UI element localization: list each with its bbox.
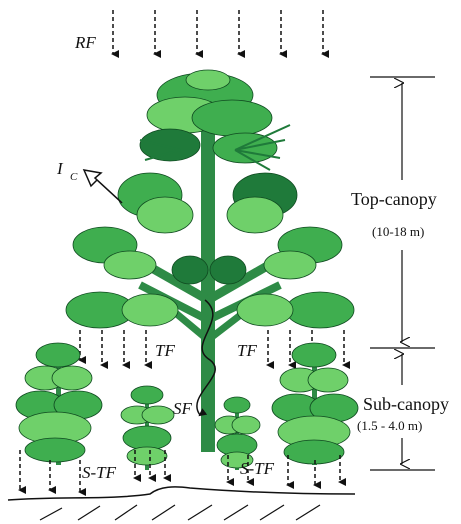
subcanopy-tf-label-left: S-TF xyxy=(82,463,117,482)
rainfall-label: RF xyxy=(74,33,96,52)
interception-label: I xyxy=(56,159,64,178)
rainfall-arrows xyxy=(113,10,323,54)
subcanopy-plant-1 xyxy=(16,343,102,465)
subcanopy-tf-label-right: S-TF xyxy=(240,459,275,478)
throughfall-label-left: TF xyxy=(155,341,175,360)
top-canopy-label: Top-canopy xyxy=(351,189,437,209)
throughfall-label-right: TF xyxy=(237,341,257,360)
sub-canopy-range: (1.5 - 4.0 m) xyxy=(357,418,422,433)
interception-arrow xyxy=(84,170,122,203)
stemflow-label: SF xyxy=(173,399,193,418)
ground-surface xyxy=(8,487,355,520)
interception-subscript: C xyxy=(70,171,78,183)
sub-canopy-label: Sub-canopy xyxy=(363,394,449,414)
subcanopy-plant-4 xyxy=(272,343,358,465)
top-canopy-range: (10-18 m) xyxy=(372,224,424,239)
subcanopy-plant-2 xyxy=(121,386,174,470)
main-tree xyxy=(66,70,354,452)
